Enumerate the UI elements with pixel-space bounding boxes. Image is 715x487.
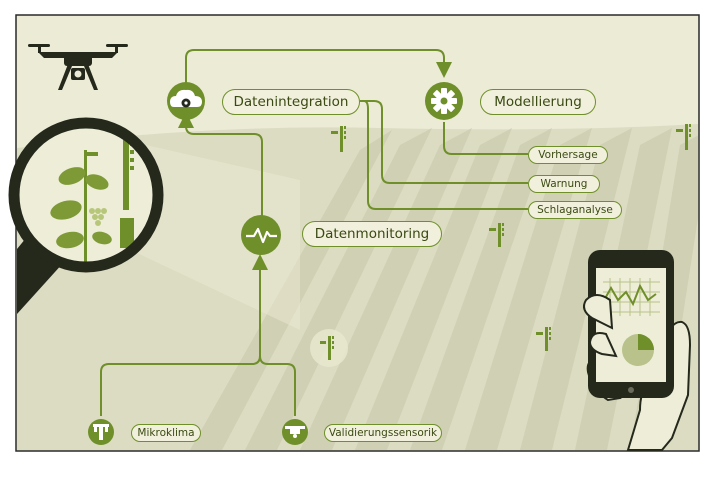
label-validierungssensorik: Validierungssensorik xyxy=(324,424,442,442)
cloud-gear-icon xyxy=(167,82,205,120)
connectors xyxy=(100,49,528,416)
sensor-pole-icon xyxy=(310,329,348,367)
gear-icon xyxy=(425,82,463,120)
label-schlaganalyse: Schlaganalyse xyxy=(528,201,622,219)
label-mikroklima: Mikroklima xyxy=(131,424,201,442)
label-datenintegration: Datenintegration xyxy=(222,89,360,115)
magnifier-icon xyxy=(8,117,164,314)
magnifier-view-cone xyxy=(120,139,300,330)
label-datenmonitoring: Datenmonitoring xyxy=(302,221,442,247)
sensor-pole-icon xyxy=(536,327,551,351)
weather-station-icon xyxy=(88,419,114,445)
label-vorhersage: Vorhersage xyxy=(528,146,608,164)
sensor-pole-icon xyxy=(331,126,346,152)
plant-icon xyxy=(50,140,134,267)
smartphone-icon xyxy=(588,250,674,398)
sensor-pole-icon xyxy=(489,223,504,247)
thumb xyxy=(583,294,618,358)
drone-icon xyxy=(28,44,128,90)
drone-sensor-icon xyxy=(282,419,308,445)
label-warnung: Warnung xyxy=(528,175,600,193)
label-modellierung: Modellierung xyxy=(480,89,596,115)
sensor-pole-icon xyxy=(676,124,691,150)
pulse-icon xyxy=(241,215,281,255)
